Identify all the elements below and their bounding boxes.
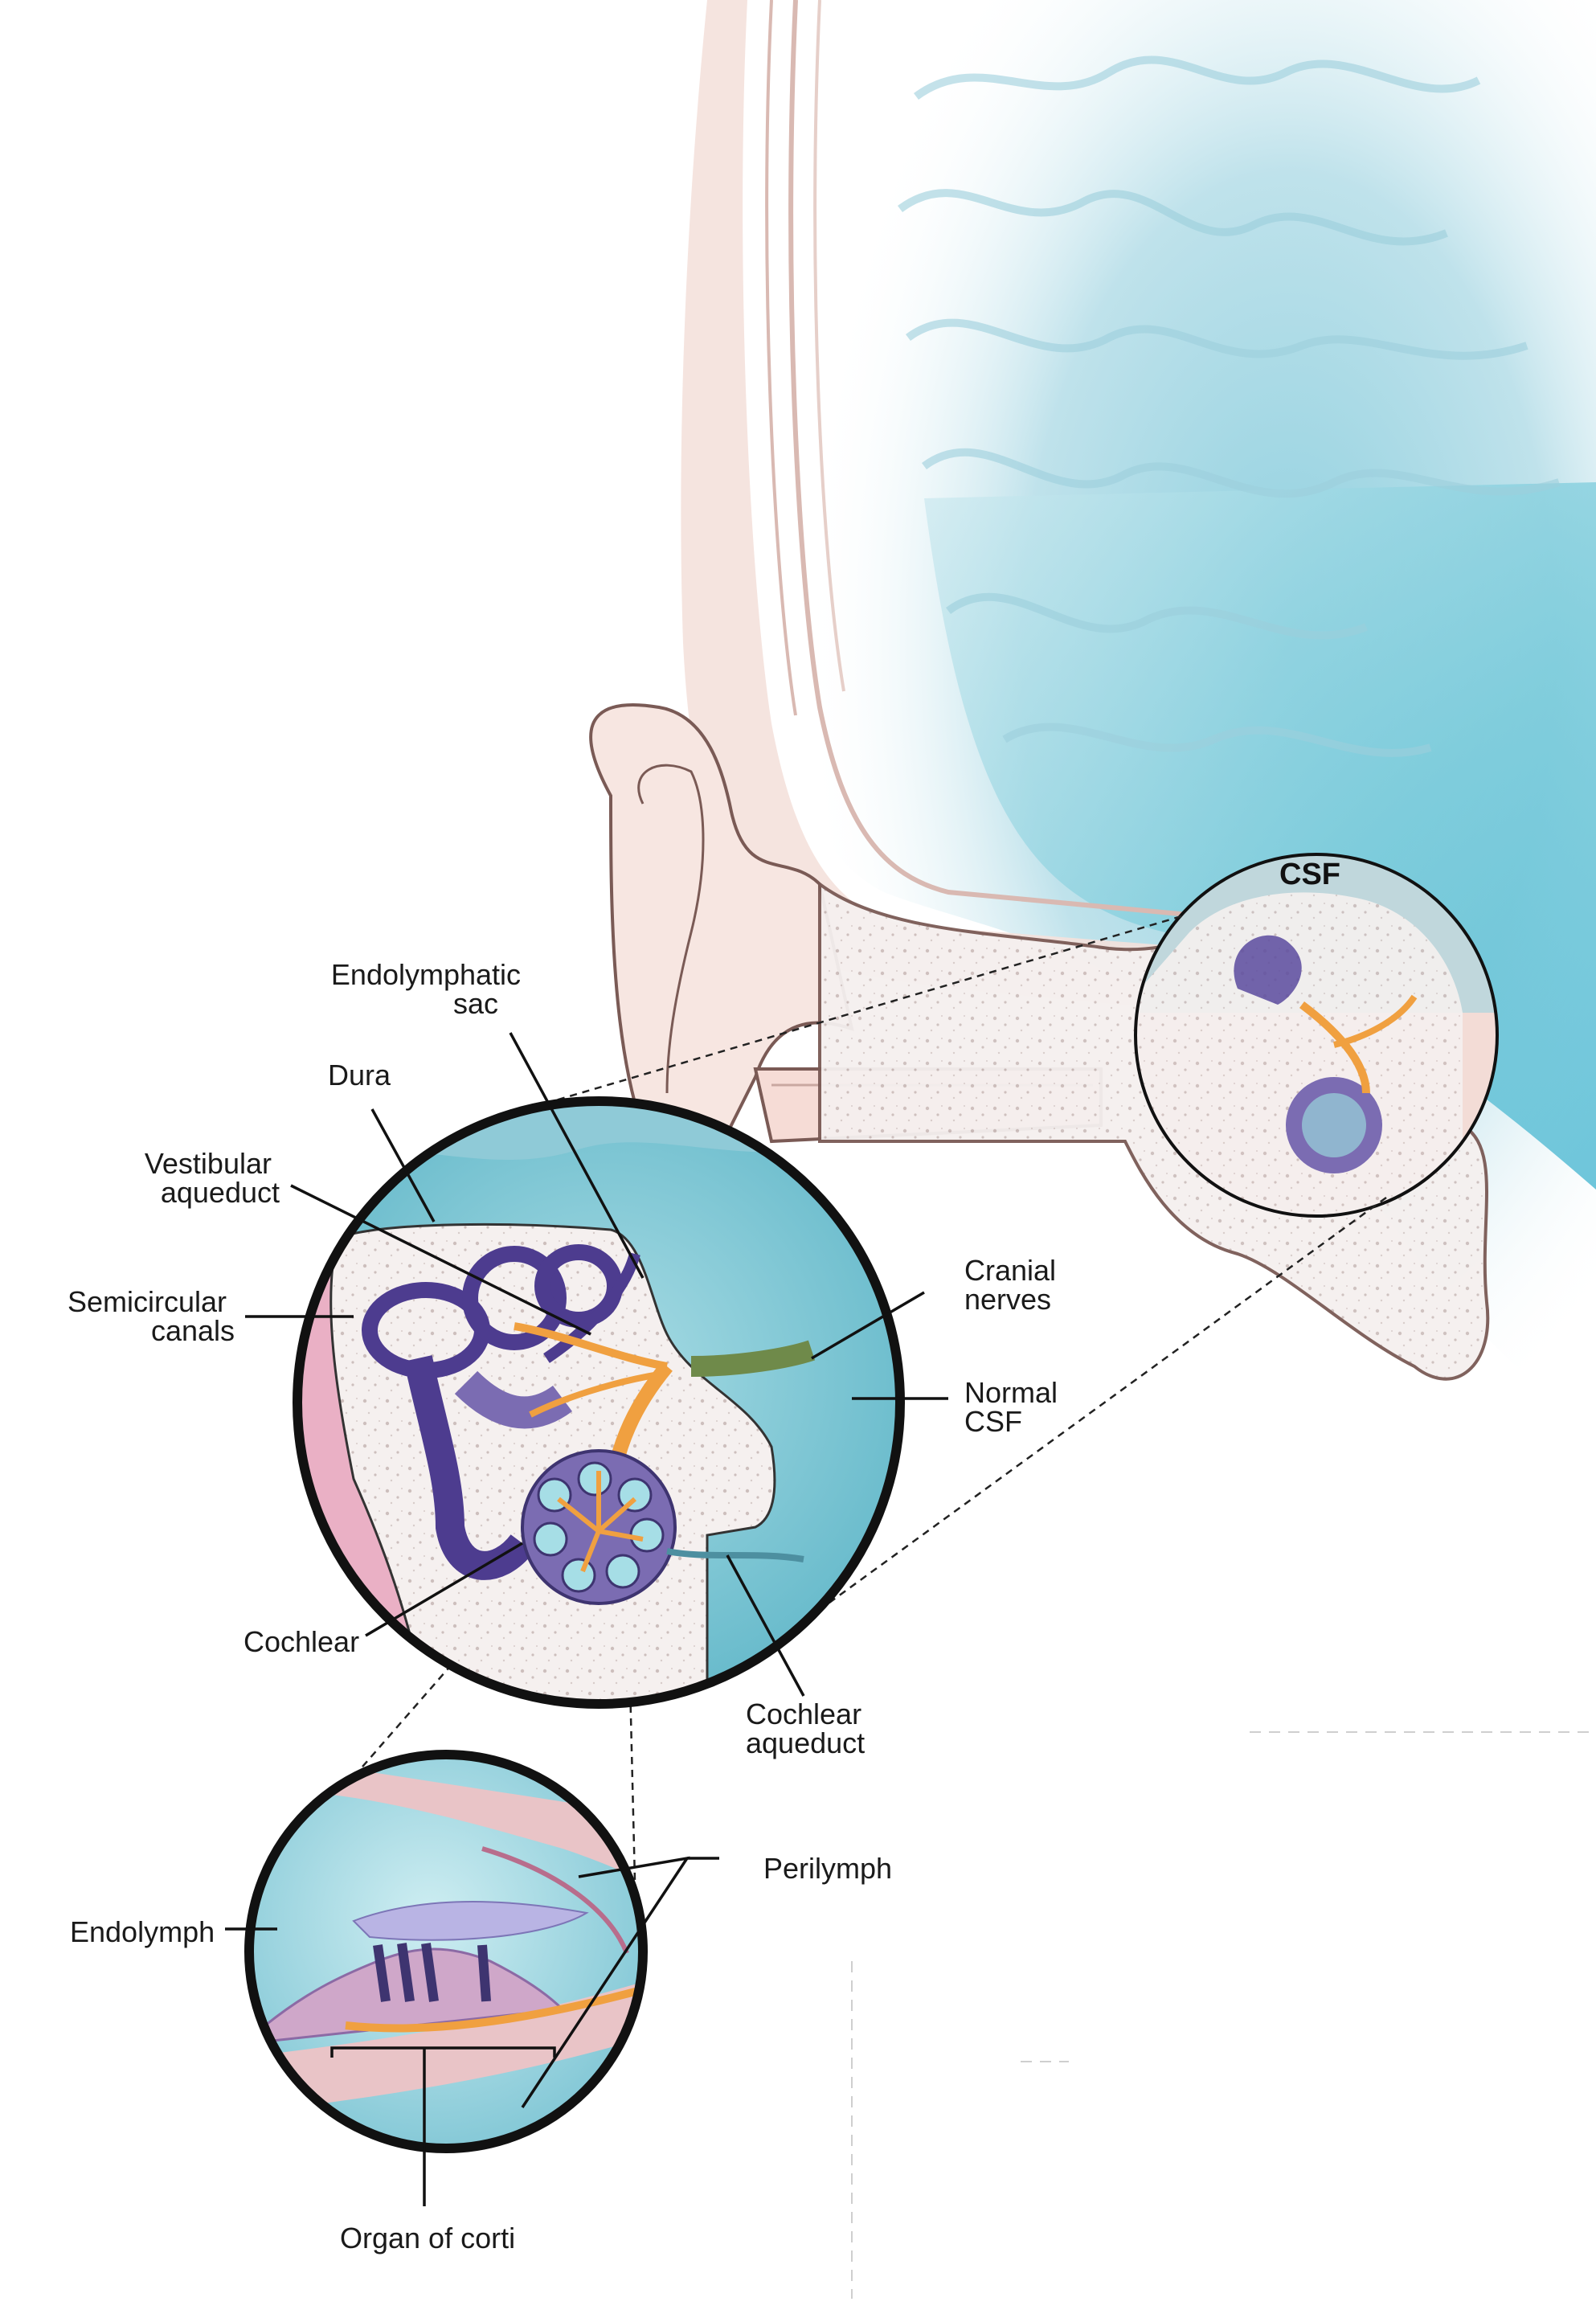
label-cochlear: Cochlear xyxy=(243,1625,359,1658)
label-dura: Dura xyxy=(328,1059,391,1091)
organ-of-corti-circle xyxy=(244,1750,648,2153)
labels: CSF Endolymphatic sac Dura Vestibular aq… xyxy=(68,858,1340,2255)
label-cochlear-aqueduct: Cochlear aqueduct xyxy=(746,1698,870,1759)
leader-lines xyxy=(225,1032,948,2206)
label-endolymph: Endolymph xyxy=(70,1915,215,1948)
label-csf: CSF xyxy=(1279,858,1340,891)
skull-layers xyxy=(681,0,1206,1013)
label-cranial-nerves: Cranial nerves xyxy=(964,1254,1064,1316)
background-guides xyxy=(851,1731,1596,2299)
label-semicircular-canals: Semicircular canals xyxy=(68,1285,235,1347)
label-organ-of-corti: Organ of corti xyxy=(340,2222,515,2255)
label-endolymphatic-sac: Endolymphatic sac xyxy=(331,958,529,1020)
cochlea-detail xyxy=(521,1449,677,1605)
label-vestibular-aqueduct: Vestibular aqueduct xyxy=(145,1147,280,1209)
label-normal-csf: Normal CSF xyxy=(964,1376,1066,1438)
inner-ear-detail-circle xyxy=(293,1096,905,1709)
label-perilymph: Perilymph xyxy=(763,1852,892,1885)
